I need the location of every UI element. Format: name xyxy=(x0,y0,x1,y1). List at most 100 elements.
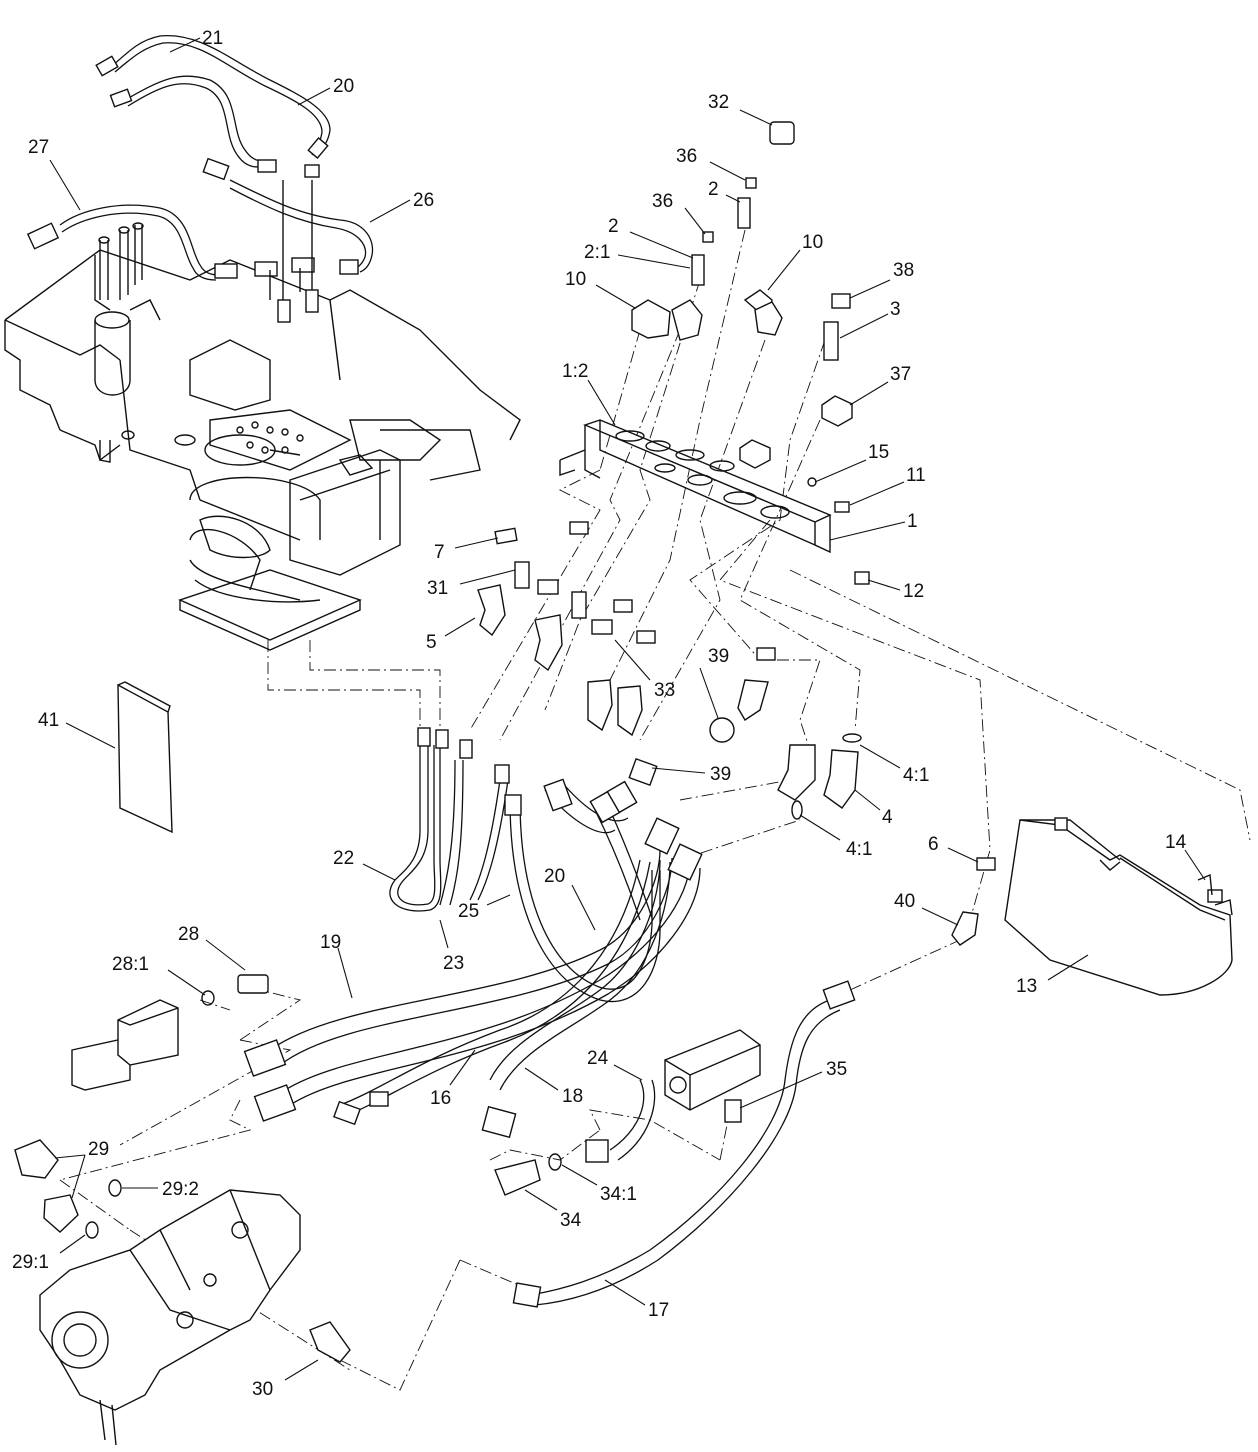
callout-label: 26 xyxy=(413,190,434,211)
callout-11: 11 xyxy=(849,465,926,506)
elbow-fittings xyxy=(777,733,996,946)
callout-label: 37 xyxy=(890,364,911,385)
callout-label: 20 xyxy=(544,866,565,887)
callout-20b: 20 xyxy=(544,866,596,931)
callout-36a: 36 xyxy=(676,146,746,181)
callout-label: 25 xyxy=(458,901,479,922)
callout-7: 7 xyxy=(434,537,499,563)
callout-label: 5 xyxy=(426,632,437,653)
callout-1: 1 xyxy=(829,511,918,541)
callout-label: 19 xyxy=(320,932,341,953)
callout-25: 25 xyxy=(458,894,511,922)
callout-label: 6 xyxy=(928,834,939,855)
callout-40: 40 xyxy=(894,891,959,926)
callout-label: 30 xyxy=(252,1379,273,1400)
callout-label: 14 xyxy=(1165,832,1187,853)
callout-16: 16 xyxy=(430,1049,476,1109)
callout-10a: 10 xyxy=(565,269,636,309)
callout-label: 2 xyxy=(608,216,619,237)
callout-label: 11 xyxy=(906,465,926,486)
callout-29-2: 29:2 xyxy=(122,1179,199,1200)
mid-fittings xyxy=(477,521,776,787)
callout-15: 15 xyxy=(814,442,889,483)
callout-label: 23 xyxy=(443,953,464,974)
main-hoses xyxy=(243,727,856,1308)
callout-label: 22 xyxy=(333,848,354,869)
callout-label: 31 xyxy=(427,578,448,599)
callout-18: 18 xyxy=(524,1067,583,1107)
callout-36b: 36 xyxy=(652,191,706,235)
callout-19: 19 xyxy=(320,932,353,999)
callout-29: 29 xyxy=(54,1139,109,1199)
callout-label: 7 xyxy=(434,542,445,563)
callout-14: 14 xyxy=(1165,832,1206,881)
callout-4: 4 xyxy=(854,789,893,828)
callout-39b: 39 xyxy=(651,764,731,785)
callout-12: 12 xyxy=(867,579,924,602)
callout-label: 20 xyxy=(333,76,354,97)
callout-label: 27 xyxy=(28,137,49,158)
callout-label: 13 xyxy=(1016,976,1037,997)
callout-label: 29:2 xyxy=(162,1179,199,1200)
callout-5: 5 xyxy=(426,617,476,653)
callout-1-2: 1:2 xyxy=(562,361,616,426)
callout-label: 21 xyxy=(202,28,223,49)
callout-label: 4:1 xyxy=(846,839,872,860)
manifold-bracket xyxy=(559,395,853,554)
callout-34: 34 xyxy=(524,1189,582,1231)
callout-39a: 39 xyxy=(699,646,729,719)
assembly-lines xyxy=(59,229,1251,1391)
callout-label: 1 xyxy=(907,511,918,532)
callout-label: 36 xyxy=(676,146,697,167)
callout-label: 33 xyxy=(654,680,675,701)
callout-28: 28 xyxy=(178,924,246,971)
callout-label: 32 xyxy=(708,92,729,113)
callout-label: 15 xyxy=(868,442,889,463)
callout-27: 27 xyxy=(28,137,81,211)
components xyxy=(14,681,1233,1446)
callout-label: 10 xyxy=(565,269,586,290)
callout-label: 1:2 xyxy=(562,361,588,382)
callout-20a: 20 xyxy=(297,76,354,106)
callout-label: 34:1 xyxy=(600,1184,637,1205)
callout-2-1: 2:1 xyxy=(584,242,691,269)
callout-label: 10 xyxy=(802,232,823,253)
callout-label: 28:1 xyxy=(112,954,149,975)
callout-2b: 2 xyxy=(608,216,694,259)
callouts: 21 20 27 26 32 36 2 36 2 2:1 10 10 38 3 … xyxy=(12,28,1206,1400)
callout-label: 16 xyxy=(430,1088,451,1109)
callout-label: 38 xyxy=(893,260,914,281)
callout-label: 3 xyxy=(890,299,901,320)
callout-30: 30 xyxy=(252,1359,319,1400)
callout-label: 4 xyxy=(882,807,893,828)
callout-label: 28 xyxy=(178,924,199,945)
callout-2a: 2 xyxy=(708,179,741,203)
callout-label: 40 xyxy=(894,891,915,912)
callout-label: 29 xyxy=(88,1139,109,1160)
upper-tubes xyxy=(26,34,374,323)
callout-28-1: 28:1 xyxy=(112,954,206,996)
callout-label: 4:1 xyxy=(903,765,929,786)
callout-41: 41 xyxy=(38,710,116,749)
callout-22: 22 xyxy=(333,848,396,881)
callout-label: 17 xyxy=(648,1300,669,1321)
callout-13: 13 xyxy=(1016,954,1089,997)
callout-32: 32 xyxy=(708,92,773,126)
callout-label: 12 xyxy=(903,581,924,602)
callout-34-1: 34:1 xyxy=(561,1164,637,1205)
callout-label: 2 xyxy=(708,179,719,200)
upper-fittings xyxy=(631,121,870,585)
callout-label: 35 xyxy=(826,1059,847,1080)
callout-6: 6 xyxy=(928,834,979,863)
callout-label: 2:1 xyxy=(584,242,610,263)
callout-label: 36 xyxy=(652,191,673,212)
callout-4-1b: 4:1 xyxy=(799,814,872,860)
callout-37: 37 xyxy=(849,364,911,406)
callout-38: 38 xyxy=(849,260,914,299)
control-frame xyxy=(4,222,521,651)
callout-label: 34 xyxy=(560,1210,582,1231)
callout-label: 41 xyxy=(38,710,59,731)
callout-4-1a: 4:1 xyxy=(859,744,929,786)
callout-31: 31 xyxy=(427,569,516,599)
